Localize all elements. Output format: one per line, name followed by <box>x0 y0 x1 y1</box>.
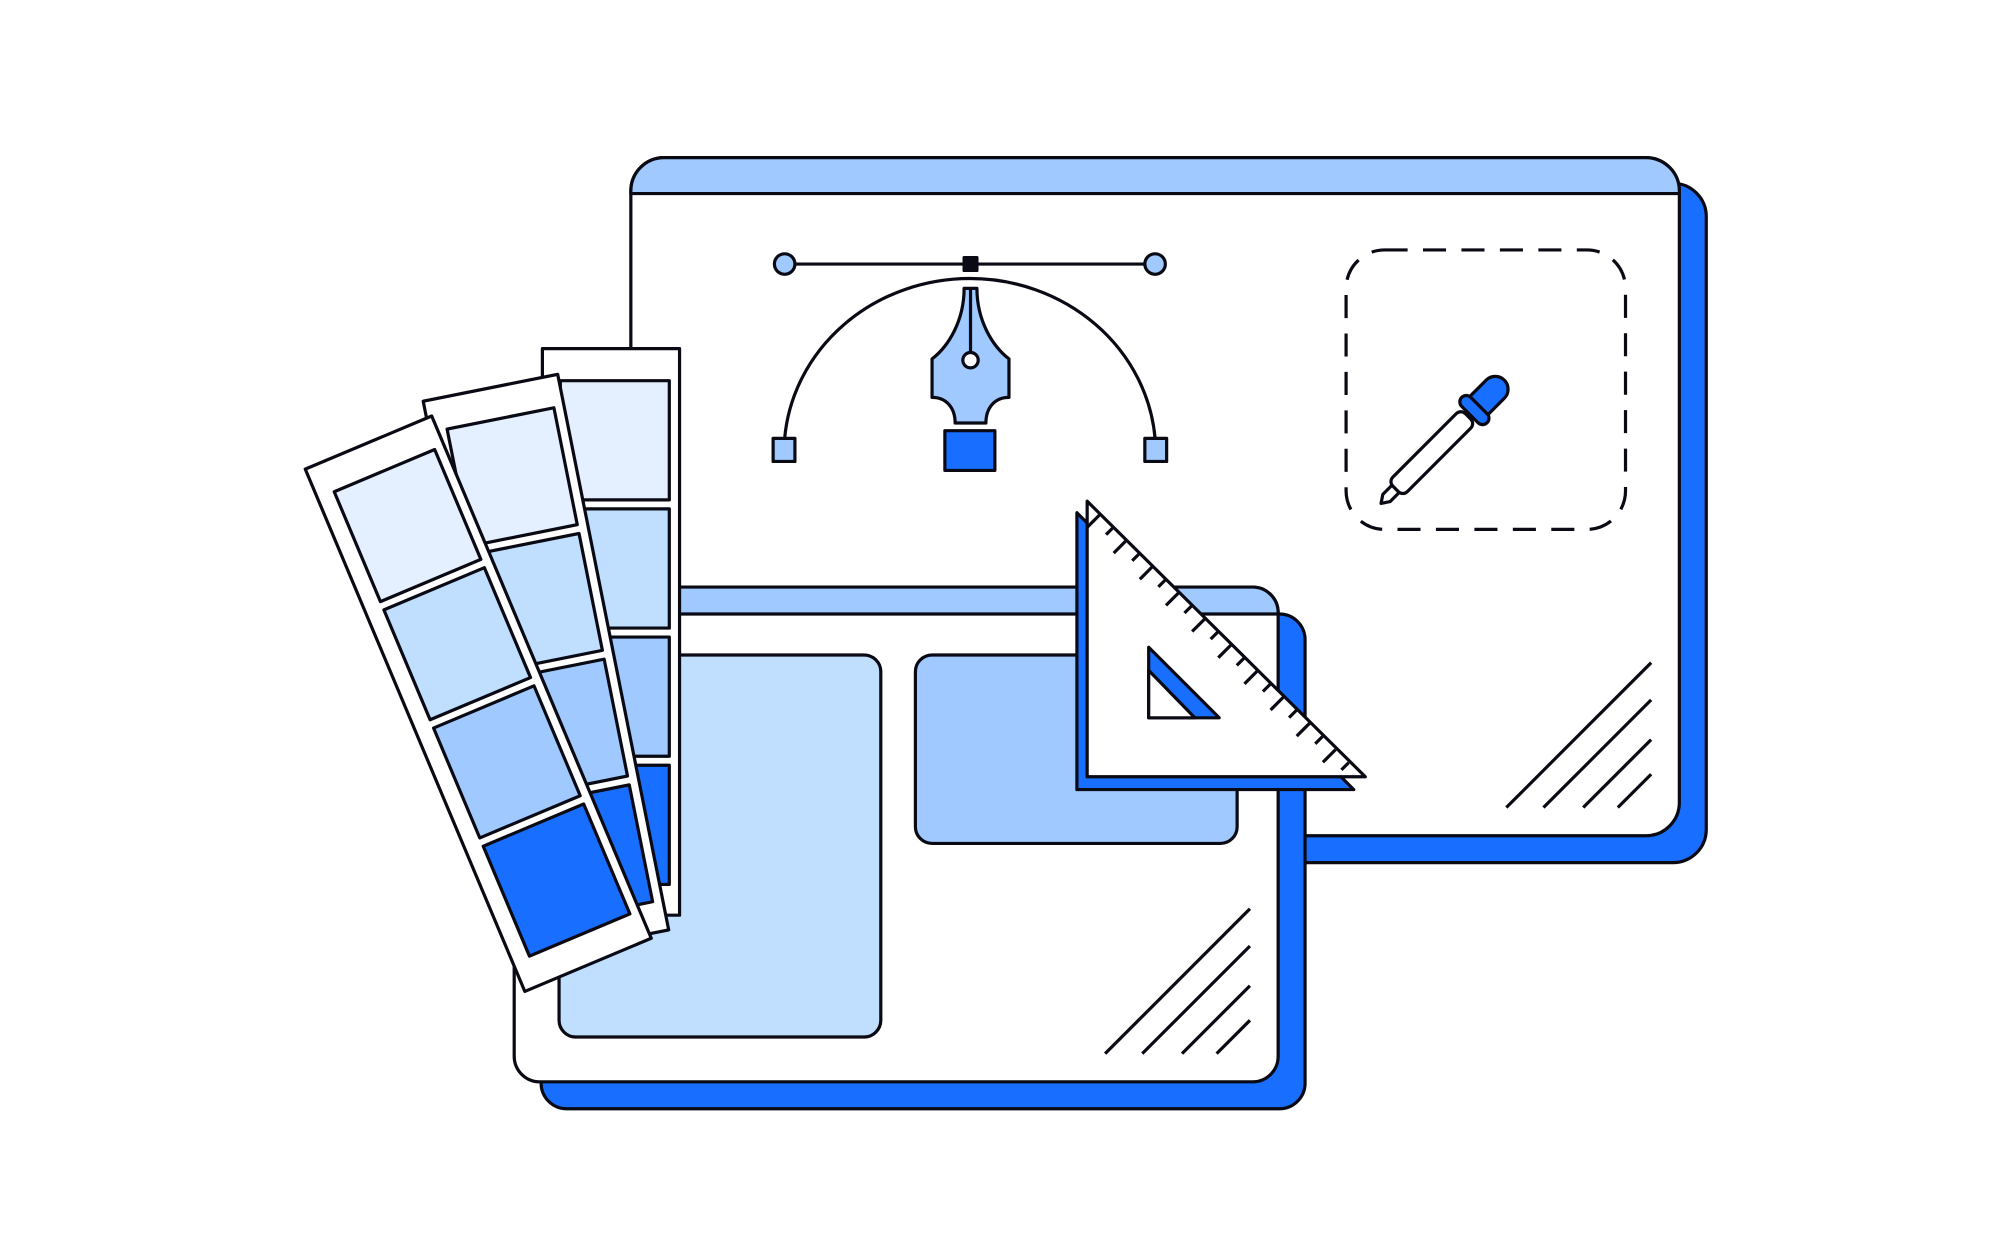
ruler-tick <box>1183 604 1193 615</box>
ruler-tick <box>1157 578 1167 589</box>
ruler-tick <box>1209 630 1220 641</box>
glare-lines <box>1103 907 1252 1055</box>
swatch-color-cell <box>431 684 582 840</box>
ruler-tick <box>1321 748 1337 764</box>
pen-tool-icon <box>771 252 1169 473</box>
ruler-tick <box>1261 683 1272 693</box>
ruler-tick <box>1217 643 1233 659</box>
color-swatch-fan-icon <box>303 347 682 994</box>
eyedropper-icon <box>1379 374 1510 505</box>
dashed-selection-box <box>1344 248 1628 531</box>
swatch-color-cell <box>332 447 483 604</box>
set-square-ruler-icon <box>1075 499 1367 792</box>
ruler-tick <box>1340 761 1350 772</box>
ruler-tick <box>1295 722 1311 738</box>
ruler-tick <box>1314 735 1324 745</box>
ruler-tick <box>1164 591 1180 607</box>
ruler-tick <box>1138 565 1154 581</box>
ruler-tick <box>1191 617 1206 633</box>
ruler-tick <box>1104 526 1115 536</box>
back-window-titlebar <box>629 156 1681 196</box>
glare-lines <box>1505 661 1653 809</box>
ruler-tick <box>1243 670 1259 685</box>
ruler-tick <box>1131 552 1141 562</box>
ruler-tick <box>1287 709 1298 719</box>
ruler-tick <box>1112 539 1128 555</box>
ruler-tick <box>1235 656 1246 667</box>
ruler-ticks <box>1086 513 1350 772</box>
ruler-tick <box>1086 513 1102 529</box>
ruler-tick <box>1269 696 1285 712</box>
swatch-color-cell <box>481 802 632 958</box>
swatch-color-cell <box>382 566 533 722</box>
swatch-strip-front <box>303 414 653 994</box>
